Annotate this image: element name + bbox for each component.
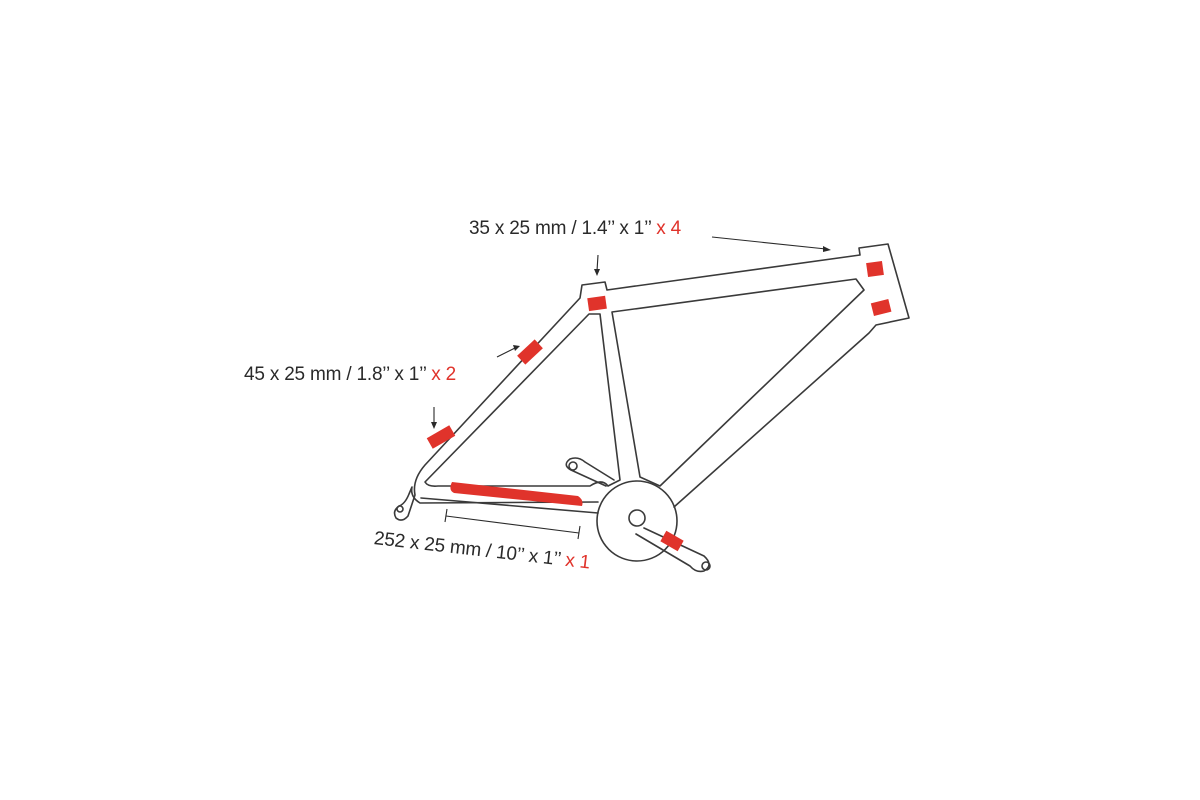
label-left-patch-size: 45 x 25 mm / 1.8’’ x 1’’ x 2 xyxy=(244,364,456,386)
patch-head-tube-bottom xyxy=(870,299,892,316)
crank-arm-lower xyxy=(635,527,710,573)
frame-inner-triangle xyxy=(424,313,621,487)
frame-outline xyxy=(393,243,910,521)
crank-arm-upper xyxy=(565,457,615,487)
arrowhead-left-lower xyxy=(431,422,437,429)
patch-seatstay-lower xyxy=(426,425,456,449)
pedal-hole-lower xyxy=(701,561,711,571)
patch-head-tube-top xyxy=(866,260,884,278)
crank-bolt xyxy=(628,509,646,527)
label-top-size: 35 x 25 mm / 1.4’’ x 1’’ xyxy=(469,218,652,239)
pointer-top-down xyxy=(596,254,599,272)
dimension-line xyxy=(445,515,580,534)
dropout-eyelet xyxy=(396,505,404,513)
patch-seatstay-upper xyxy=(517,339,543,365)
patch-crank xyxy=(660,530,684,552)
patch-seat-cluster xyxy=(587,295,607,312)
arrowhead-top-down xyxy=(594,269,600,276)
chainstay-edge xyxy=(420,497,599,514)
label-left-size: 45 x 25 mm / 1.8’’ x 1’’ xyxy=(244,364,427,385)
label-left-qty: x 2 xyxy=(431,364,456,385)
arrowhead-left-upper xyxy=(513,345,520,351)
patch-chainstay xyxy=(450,482,583,506)
label-bottom-qty: x 1 xyxy=(564,549,592,574)
arrowhead-top-right xyxy=(823,246,831,252)
dimension-tick-left xyxy=(444,508,448,523)
pointer-left-upper xyxy=(496,347,516,358)
label-top-patch-size: 35 x 25 mm / 1.4’’ x 1’’ x 4 xyxy=(469,218,681,240)
front-triangle-interior xyxy=(611,278,865,487)
pointer-top-right xyxy=(711,236,827,250)
pedal-hole-upper xyxy=(568,461,578,471)
label-top-qty: x 4 xyxy=(656,218,681,239)
bottom-bracket-shell xyxy=(596,480,678,562)
dimension-tick-right xyxy=(577,525,581,540)
